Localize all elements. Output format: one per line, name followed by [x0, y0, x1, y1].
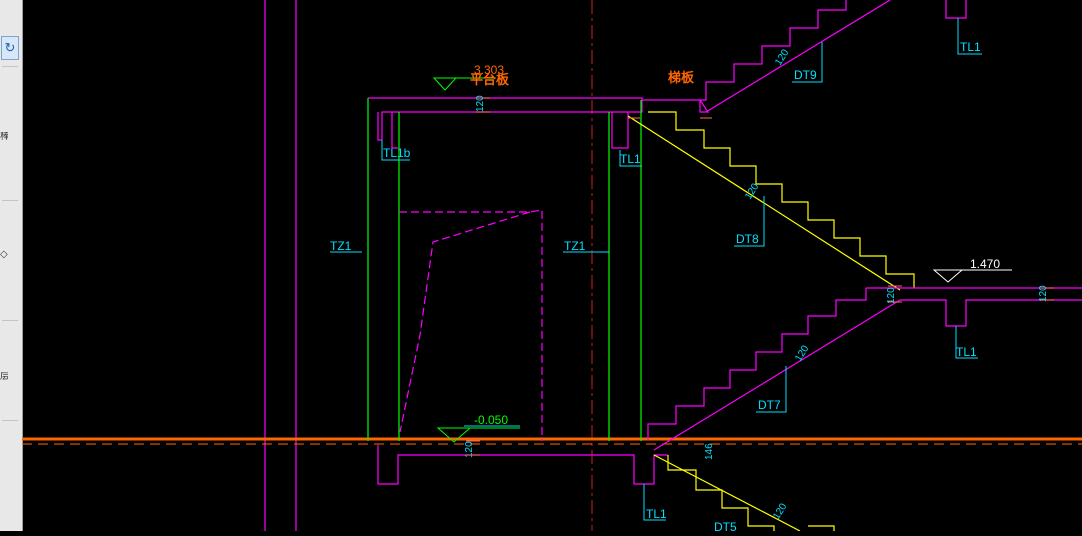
dimension-label: 120: [475, 95, 486, 112]
stair-slab-label: 梯板: [668, 70, 695, 85]
leader-line: [957, 18, 982, 55]
foundation-outline: [377, 445, 668, 485]
tl1b-beam-outline: [391, 112, 398, 149]
dt9-label: DT9: [794, 68, 817, 82]
platform-slab-label: 平台板: [470, 72, 510, 87]
sidebar-glyph-2: ◇: [0, 250, 8, 260]
leader-line: [381, 140, 410, 161]
toolbar-divider: [2, 200, 18, 201]
elevation-top: 3.303: [474, 63, 504, 77]
leader-line: [619, 150, 642, 167]
dimension-label: 120: [1038, 285, 1049, 302]
toolbar-divider: [2, 320, 18, 321]
stair-section-drawing: 3.303 1.470 -0.050 平台板 梯板 TL1b TL1 TL1 T…: [22, 0, 1082, 534]
dt5-label: DT5: [714, 520, 737, 531]
dt7-label: DT7: [758, 398, 781, 412]
toolbar-divider: [2, 66, 18, 67]
dimension-label: 146: [704, 443, 715, 460]
dt7-stair-steps: [647, 288, 867, 440]
dashed-opening: [399, 209, 543, 441]
toolbar-divider: [2, 420, 18, 421]
dt9-stair-steps: [642, 0, 847, 113]
dimension-label: 120: [886, 287, 897, 304]
dashed-opening: [399, 211, 531, 433]
dt5-stair-steps: [808, 525, 835, 531]
tl1-beam-outline: [611, 112, 629, 149]
dt8-label: DT8: [736, 232, 759, 246]
elevation-triangle-icon: [436, 427, 472, 443]
elevation-right: 1.470: [970, 257, 1000, 271]
sidebar-glyph-1: 棒: [0, 132, 8, 142]
dimension-label: 120: [771, 501, 789, 521]
platform-slab-outline: [368, 97, 643, 141]
dimension-label: 120: [773, 47, 791, 67]
refresh-arrow-icon[interactable]: ↻: [1, 36, 19, 60]
tl1-label: TL1: [960, 40, 981, 54]
leader-line: [955, 326, 978, 359]
landing-slab-line: [900, 299, 1082, 327]
dt7-slab-line: [653, 299, 901, 451]
elevation-triangle-icon: [932, 269, 964, 283]
tl1b-label: TL1b: [383, 146, 411, 160]
dimension-label: 120: [464, 441, 475, 458]
tz1-label: TZ1: [564, 239, 586, 253]
tl1-label: TL1: [956, 345, 977, 359]
dimension-label: 120: [793, 343, 811, 363]
elevation-bottom: -0.050: [474, 413, 508, 427]
side-toolbar: ↻ 棒 ◇ 层: [0, 0, 23, 531]
dt5-slab-line: [653, 454, 801, 532]
leader-line: [792, 42, 823, 83]
leader-line: [734, 196, 765, 247]
sidebar-glyph-3: 层: [0, 372, 8, 382]
cad-drawing-canvas[interactable]: 3.303 1.470 -0.050 平台板 梯板 TL1b TL1 TL1 T…: [22, 0, 1082, 534]
tl1-label: TL1: [646, 507, 667, 521]
tl1-beam-outline: [945, 0, 967, 19]
tl1-label: TL1: [620, 152, 641, 166]
dt8-stair-steps: [648, 111, 915, 288]
dt9-slab-line: [705, 0, 891, 113]
elevation-triangle-icon: [432, 77, 458, 91]
leader-line: [643, 484, 666, 521]
tz1-label: TZ1: [330, 239, 352, 253]
leader-line: [756, 366, 787, 413]
